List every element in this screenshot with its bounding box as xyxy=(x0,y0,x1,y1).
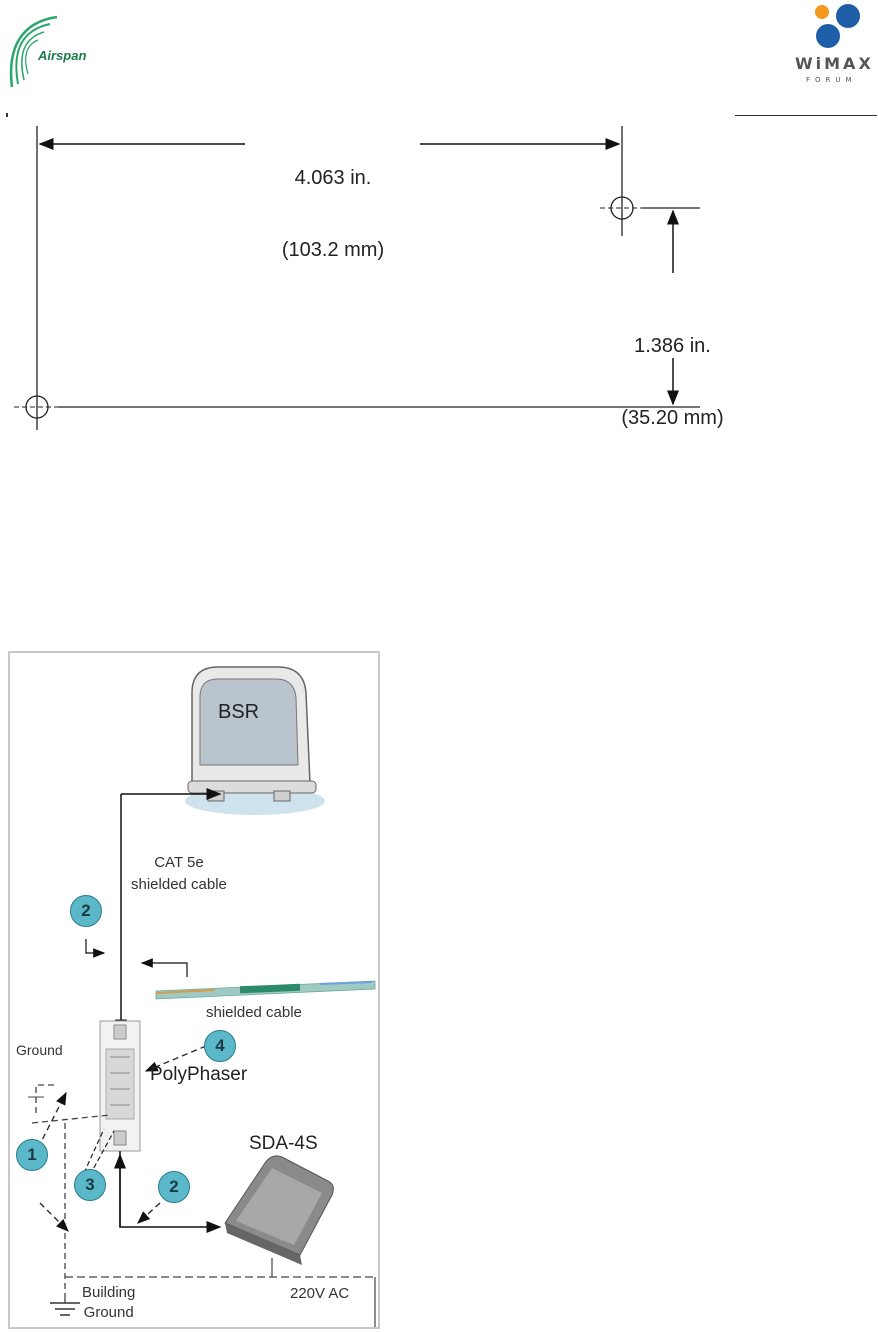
grounding-diagram: BSR CAT 5e shielded cable shielded cable… xyxy=(8,651,380,1329)
polyphaser-label: PolyPhaser xyxy=(150,1064,247,1086)
shielded-cable-label: shielded cable xyxy=(206,1004,302,1021)
callout-2-upper: 2 xyxy=(70,895,102,927)
width-dimension-label: 4.063 in. (103.2 mm) xyxy=(248,118,418,286)
callout-4: 4 xyxy=(204,1030,236,1062)
ac-label: 220V AC xyxy=(290,1285,349,1302)
height-label-mm: (35.20 mm) xyxy=(600,406,745,430)
airspan-logo: Airspan xyxy=(0,8,130,98)
width-label-mm: (103.2 mm) xyxy=(248,238,418,262)
building-ground-line2: Ground xyxy=(82,1303,135,1323)
wimax-forum-logo: WiMAX FORUM xyxy=(790,2,878,92)
sda-label: SDA-4S xyxy=(249,1133,318,1155)
building-ground-line1: Building xyxy=(82,1283,135,1303)
forum-text: FORUM xyxy=(806,76,857,84)
wimax-text: WiMAX xyxy=(795,54,874,73)
bsr-label: BSR xyxy=(218,701,259,724)
airspan-logo-text: Airspan xyxy=(38,48,86,63)
sda-device-icon xyxy=(225,1156,333,1265)
width-label-in: 4.063 in. xyxy=(248,166,418,190)
header-rule xyxy=(735,115,877,116)
height-label-in: 1.386 in. xyxy=(600,334,745,358)
polyphaser-device-icon xyxy=(100,1021,140,1151)
callout-1: 1 xyxy=(16,1139,48,1171)
header-rule-tick xyxy=(6,113,8,117)
cat5-label-line1: CAT 5e xyxy=(131,852,227,874)
bsr-device-icon xyxy=(185,667,325,815)
building-ground-label: Building Ground xyxy=(82,1283,135,1323)
cat5-label-line2: shielded cable xyxy=(131,874,227,896)
cat5-label: CAT 5e shielded cable xyxy=(131,852,227,896)
shielded-cable-icon xyxy=(156,981,375,999)
ground-label: Ground xyxy=(16,1042,63,1058)
callout-2-lower: 2 xyxy=(158,1171,190,1203)
grounding-diagram-graphics xyxy=(10,653,378,1327)
callout-3: 3 xyxy=(74,1169,106,1201)
height-dimension-label: 1.386 in. (35.20 mm) xyxy=(600,286,745,454)
wimax-mark-icon xyxy=(806,2,866,50)
ground-symbol-icon xyxy=(50,1293,80,1315)
